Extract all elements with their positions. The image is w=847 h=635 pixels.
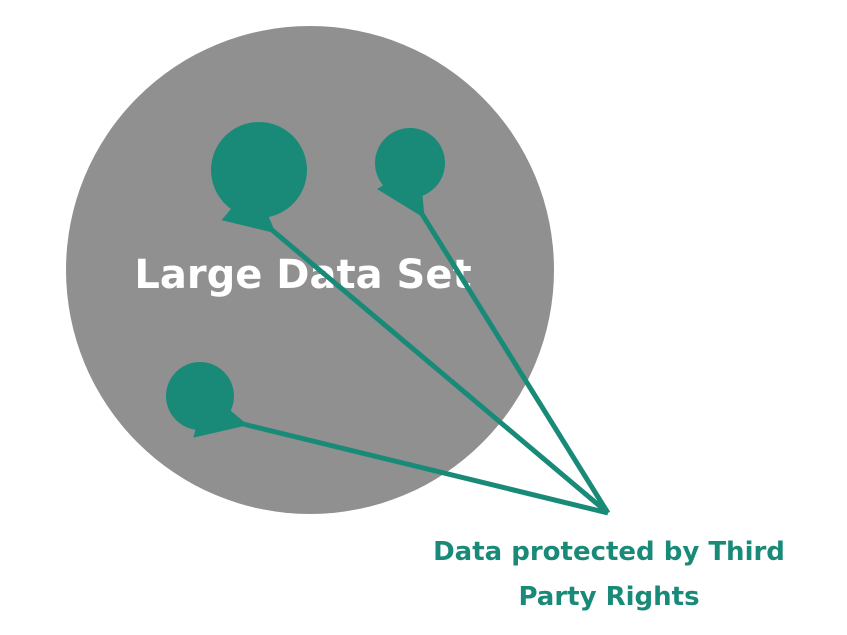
callout-label-line2: Party Rights [518,582,699,612]
protected-data-circle-bottom-left [166,362,234,430]
arrow-to-bottom-left-circle [193,389,609,516]
protected-data-circle-top-right [375,128,445,198]
arrow-to-top-left-circle [221,181,610,515]
protected-data-circle-top-left [211,122,307,218]
large-data-set-label: Large Data Set [134,252,471,298]
callout-label-line1: Data protected by Third [433,537,785,567]
arrow-to-top-right-circle [377,162,611,515]
